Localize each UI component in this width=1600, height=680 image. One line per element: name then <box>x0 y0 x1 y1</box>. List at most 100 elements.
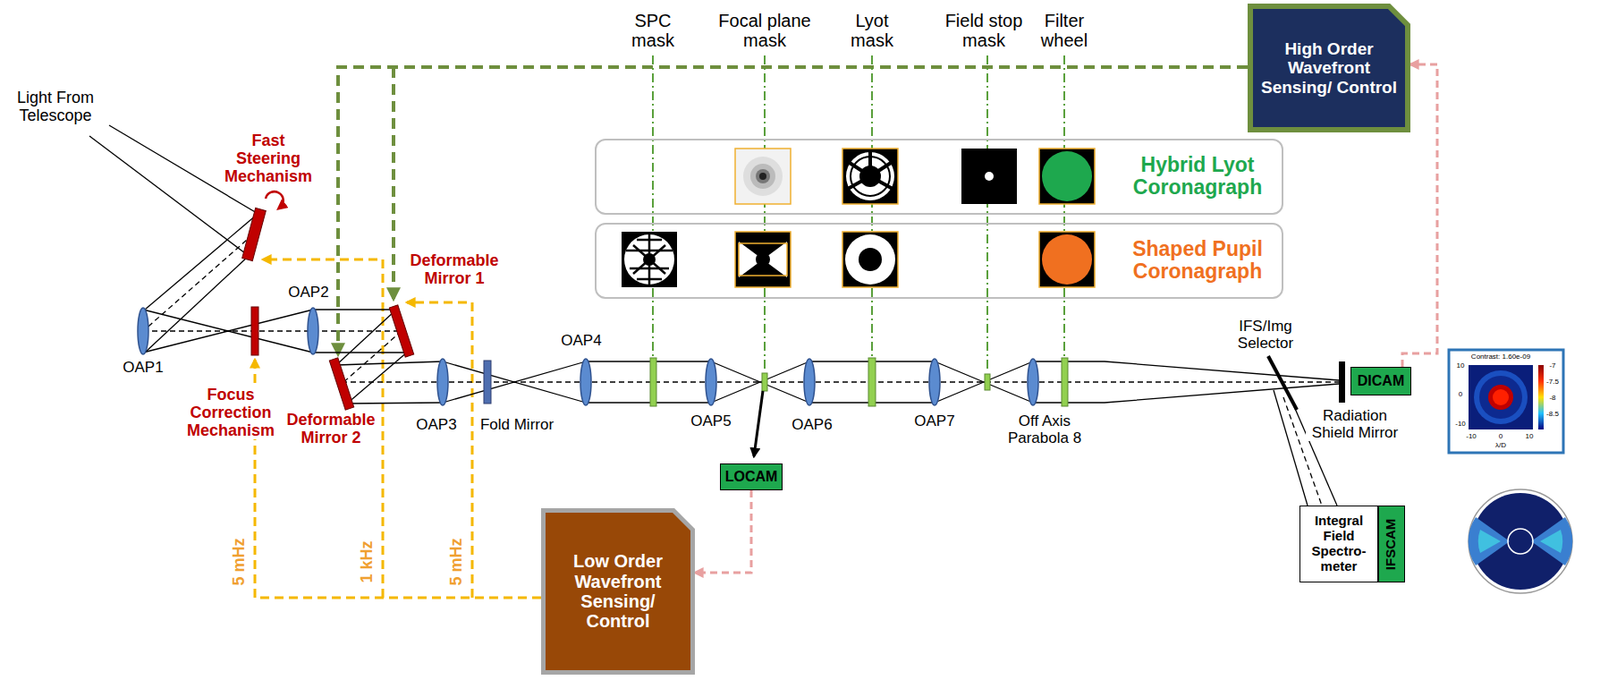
rotation-arrow <box>265 191 284 208</box>
mask-leader-line <box>651 55 654 356</box>
light-beam <box>711 361 810 403</box>
light-beam <box>1032 361 1339 381</box>
mask-thumbnail <box>735 148 1095 204</box>
parabola-lens <box>929 358 940 406</box>
part-label: Light From Telescope <box>1 89 110 126</box>
control-box: High Order Wavefront Sensing/ Control <box>1247 3 1411 133</box>
part-label: Deformable Mirror 1 <box>404 252 505 288</box>
light-beam <box>336 310 396 365</box>
high-order-control-line <box>391 67 396 299</box>
part-label: OAP2 <box>283 284 334 302</box>
part-label: Filter wheel <box>1036 10 1093 51</box>
mask-thumbnail <box>743 156 783 196</box>
optical-axis <box>143 330 401 331</box>
spectrometer-image <box>1468 489 1573 593</box>
mask-thumbnail <box>735 231 791 288</box>
optical-axis <box>143 234 1339 506</box>
mask-thumbnail <box>755 169 771 184</box>
node-label: IFSCAM <box>1384 517 1400 570</box>
pickoff-arrow <box>753 390 763 457</box>
part-label: Fold Mirror <box>476 416 558 434</box>
mask-thumbnail <box>868 151 872 177</box>
axis-tick: -10 <box>1463 432 1480 441</box>
parabola-lens <box>1027 358 1039 406</box>
mask-plate <box>650 357 1068 407</box>
axis-tick: Contrast: 1.60e-09 <box>1447 353 1555 362</box>
control-box: Low Order Wavefront Sensing/ Control <box>541 507 695 675</box>
mask-thumbnail <box>842 148 898 204</box>
parabola-lens <box>137 307 149 355</box>
part-label: Off Axis Parabola 8 <box>1003 413 1086 447</box>
mask-thumbnail <box>846 152 895 201</box>
part-label: OAP1 <box>116 359 170 377</box>
mask-thumbnail <box>847 176 871 189</box>
mask-thumbnail <box>847 151 893 189</box>
contrast-image <box>1468 364 1533 430</box>
axis-tick: -8 <box>1544 394 1561 403</box>
light-beam <box>711 361 810 403</box>
light-beam <box>347 402 443 404</box>
axis-tick: 10 <box>1453 362 1468 371</box>
part-label: Lyot mask <box>845 10 899 51</box>
axis-tick: -7 <box>1544 362 1561 371</box>
mask-thumbnail <box>633 245 666 274</box>
node-label: High Order Wavefront Sensing/ Control <box>1258 39 1400 97</box>
rate-label: 1 kHz <box>358 530 377 593</box>
rate-label: 5 mHz <box>230 530 249 593</box>
node-label: LOCAM <box>725 468 779 485</box>
high-order-control-line <box>338 67 1248 355</box>
mask-thumbnail <box>845 234 896 285</box>
mask-thumbnail <box>750 163 776 189</box>
mask-thumbnail <box>1039 231 1095 288</box>
spectrometer-image <box>1507 528 1533 554</box>
light-beam <box>144 214 257 310</box>
part-label: Deformable Mirror 2 <box>280 411 381 448</box>
active-mirror <box>389 304 414 357</box>
contrast-image <box>1473 370 1528 424</box>
light-beam <box>347 351 408 404</box>
optical-axis <box>341 330 402 384</box>
axis-tick: -10 <box>1453 420 1468 429</box>
mask-thumbnail <box>624 234 675 285</box>
light-beam <box>144 255 249 353</box>
camera-box: IFSCAM <box>1378 505 1406 583</box>
spectrometer-image <box>1472 492 1569 590</box>
parabola-lens <box>307 307 319 355</box>
axis-tick: -7.5 <box>1544 378 1561 387</box>
light-beam <box>336 361 443 365</box>
fold-mirror <box>483 360 492 404</box>
parabola-lens <box>804 358 815 406</box>
active-mirror <box>251 306 259 356</box>
mask-plate <box>984 373 991 390</box>
light-beam <box>585 360 712 362</box>
axis-tick: 10 <box>1522 432 1537 441</box>
mask-thumbnail <box>984 171 994 181</box>
mask-thumbnail <box>1041 151 1093 202</box>
spectrometer-image <box>1468 489 1574 593</box>
light-beam <box>313 351 408 353</box>
contrast-image <box>1538 364 1544 430</box>
light-beam <box>1273 389 1308 506</box>
mask-leader-line <box>871 55 873 356</box>
part-label: OAP4 <box>556 332 607 350</box>
contrast-image <box>1492 389 1509 406</box>
signal-connector <box>694 490 752 573</box>
axis-tick: -8.5 <box>1544 410 1561 419</box>
part-label: IFS/Img Selector <box>1229 318 1302 352</box>
active-mirror <box>242 207 267 261</box>
mask-leader-line <box>1063 55 1066 356</box>
part-label: Fast Steering Mechanism <box>218 132 319 186</box>
low-order-control-line <box>406 302 473 598</box>
rate-label: 5 mHz <box>448 530 466 593</box>
mask-thumbnail <box>870 176 893 189</box>
mask-thumbnail <box>643 253 656 266</box>
mask-plate <box>868 357 876 407</box>
mask-thumbnail <box>633 245 666 274</box>
node-label: Shaped Pupil Coronagraph <box>1118 237 1277 285</box>
mask-plate <box>761 372 768 391</box>
active-mirror <box>329 357 354 410</box>
low-order-control-line <box>254 359 542 598</box>
coronagraph-band: Shaped Pupil Coronagraph <box>594 222 1284 299</box>
mask-plate <box>1061 357 1068 407</box>
part-label: OAP3 <box>411 416 462 434</box>
